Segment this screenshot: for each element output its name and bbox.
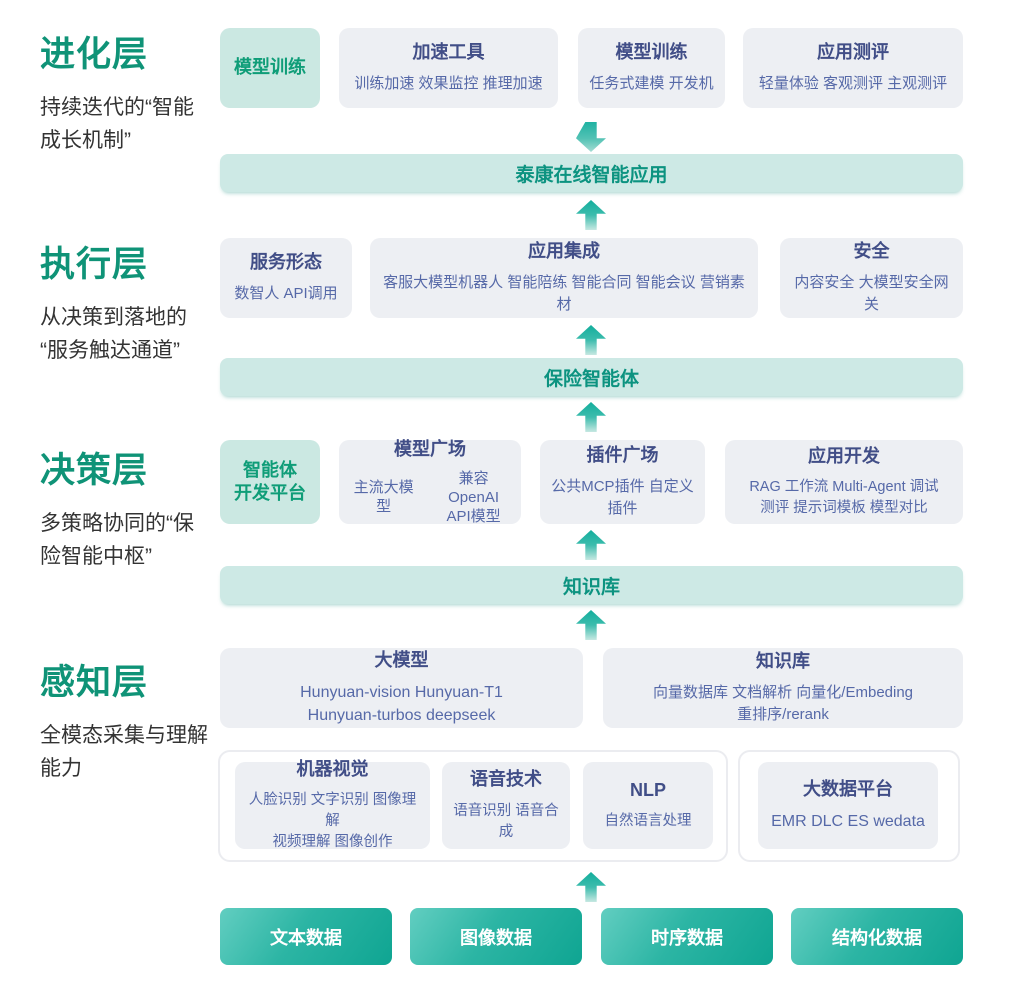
data-source-label: 时序数据 — [651, 927, 723, 948]
banner-label: 泰康在线智能应用 — [515, 164, 668, 186]
sub-item: 兼容OpenAI API模型 — [446, 470, 501, 525]
box-knowledge-base: 知识库 向量数据库 文档解析 向量化/Embeding 重排序/rerank — [603, 648, 963, 728]
box-speech-tech: 语音技术 语音识别 语音合成 — [442, 762, 570, 849]
box-title: 模型训练 — [234, 57, 306, 78]
arrow-up-icon — [576, 610, 606, 640]
layer-label-perception: 感知层 全模态采集与理解 能力 — [40, 654, 230, 785]
data-source-label: 图像数据 — [460, 927, 532, 948]
box-large-models: 大模型 Hunyuan-vision Hunyuan-T1 Hunyuan-tu… — [220, 648, 583, 728]
layer-label-decision: 决策层 多策略协同的“保 险智能中枢” — [40, 442, 230, 573]
box-subtext: EMR DLC ES wedata — [771, 813, 925, 831]
layer-subtitle-perception: 全模态采集与理解 能力 — [40, 724, 208, 780]
layer-label-execution: 执行层 从决策到落地的 “服务触达通道” — [40, 236, 230, 367]
box-title: 应用开发 — [808, 445, 880, 466]
box-subtext: 任务式建模 开发机 — [589, 75, 714, 93]
box-title: 应用测评 — [817, 41, 889, 62]
box-title: 应用集成 — [528, 241, 600, 262]
layer-title-evolution: 进化层 — [40, 35, 149, 74]
box-title: 模型广场 — [394, 438, 466, 459]
box-application-evaluation: 应用测评 轻量体验 客观测评 主观测评 — [743, 28, 963, 108]
layer-subtitle-evolution: 持续迭代的“智能 成长机制” — [40, 96, 194, 152]
banner-knowledge-base: 知识库 — [220, 566, 963, 604]
box-title: 安全 — [853, 241, 890, 262]
box-model-training-highlight: 模型训练 — [220, 28, 320, 108]
layer-title-execution: 执行层 — [40, 245, 149, 284]
box-application-development: 应用开发 RAG 工作流 Multi-Agent 调试 测评 提示词模板 模型对… — [725, 440, 963, 524]
layer-subtitle-decision: 多策略协同的“保 险智能中枢” — [40, 512, 194, 568]
layer-label-evolution: 进化层 持续迭代的“智能 成长机制” — [40, 26, 230, 157]
box-model-plaza: 模型广场 主流大模型 兼容OpenAI API模型 — [339, 438, 521, 526]
banner-insurance-agent: 保险智能体 — [220, 358, 963, 396]
box-title: 知识库 — [756, 651, 810, 672]
box-machine-vision: 机器视觉 人脸识别 文字识别 图像理解 视频理解 图像创作 — [235, 759, 430, 850]
arrow-up-icon — [576, 402, 606, 432]
banner-label: 知识库 — [562, 576, 620, 598]
data-source-text: 文本数据 — [220, 908, 392, 965]
data-source-label: 文本数据 — [270, 927, 342, 948]
box-subtext: 人脸识别 文字识别 图像理解 视频理解 图像创作 — [248, 792, 417, 851]
box-subtext: 轻量体验 客观测评 主观测评 — [758, 75, 948, 93]
box-title: 语音技术 — [470, 769, 542, 790]
arrow-down-icon — [576, 122, 606, 152]
box-title: 大数据平台 — [803, 778, 893, 799]
box-subtext: 内容安全 大模型安全网关 — [794, 274, 949, 314]
banner-label: 保险智能体 — [543, 368, 639, 390]
box-title: 服务形态 — [250, 251, 322, 272]
data-source-label: 结构化数据 — [832, 927, 922, 948]
banner-taikang-ai-apps: 泰康在线智能应用 — [220, 154, 963, 192]
box-subtext: 训练加速 效果监控 推理加速 — [354, 75, 543, 93]
arrow-up-icon — [576, 200, 606, 230]
box-subtext: Hunyuan-vision Hunyuan-T1 Hunyuan-turbos… — [300, 684, 503, 725]
data-source-structured: 结构化数据 — [791, 908, 963, 965]
box-subtext: 数智人 API调用 — [234, 285, 338, 303]
box-subtext: 语音识别 语音合成 — [453, 802, 559, 840]
layer-title-decision: 决策层 — [40, 451, 149, 490]
box-subtext: 客服大模型机器人 智能陪练 智能合同 智能会议 营销素材 — [383, 274, 745, 314]
box-title: 智能体 开发平台 — [234, 459, 306, 503]
box-bigdata-platform: 大数据平台 EMR DLC ES wedata — [758, 762, 938, 849]
box-subtext: 自然语言处理 — [604, 813, 692, 830]
box-subtext: 主流大模型 兼容OpenAI API模型 — [347, 470, 513, 526]
arrow-up-icon — [576, 872, 606, 902]
box-title: 机器视觉 — [296, 758, 369, 779]
box-nlp: NLP 自然语言处理 — [583, 762, 713, 849]
box-subtext: 向量数据库 文档解析 向量化/Embeding 重排序/rerank — [652, 684, 914, 724]
layer-subtitle-execution: 从决策到落地的 “服务触达通道” — [40, 306, 187, 362]
box-title: 模型训练 — [615, 41, 688, 62]
box-application-integration: 应用集成 客服大模型机器人 智能陪练 智能合同 智能会议 营销素材 — [370, 238, 758, 318]
box-title: NLP — [630, 779, 666, 800]
box-title: 加速工具 — [412, 41, 485, 62]
box-title: 大模型 — [374, 649, 429, 670]
box-title: 插件广场 — [586, 445, 659, 466]
box-security: 安全 内容安全 大模型安全网关 — [780, 238, 963, 318]
data-source-image: 图像数据 — [410, 908, 582, 965]
box-model-training: 模型训练 任务式建模 开发机 — [578, 28, 725, 108]
box-agent-dev-platform: 智能体 开发平台 — [220, 440, 320, 524]
sub-item: 主流大模型 — [353, 479, 414, 516]
box-plugin-plaza: 插件广场 公共MCP插件 自定义插件 — [540, 440, 705, 524]
box-subtext: RAG 工作流 Multi-Agent 调试 测评 提示词模板 模型对比 — [749, 479, 939, 517]
box-service-forms: 服务形态 数智人 API调用 — [220, 238, 352, 318]
arrow-up-icon — [576, 530, 606, 560]
arrow-up-icon — [576, 325, 606, 355]
box-acceleration-tools: 加速工具 训练加速 效果监控 推理加速 — [339, 28, 558, 108]
box-subtext: 公共MCP插件 自定义插件 — [551, 478, 694, 518]
data-source-timeseries: 时序数据 — [601, 908, 773, 965]
layer-title-perception: 感知层 — [40, 663, 149, 702]
